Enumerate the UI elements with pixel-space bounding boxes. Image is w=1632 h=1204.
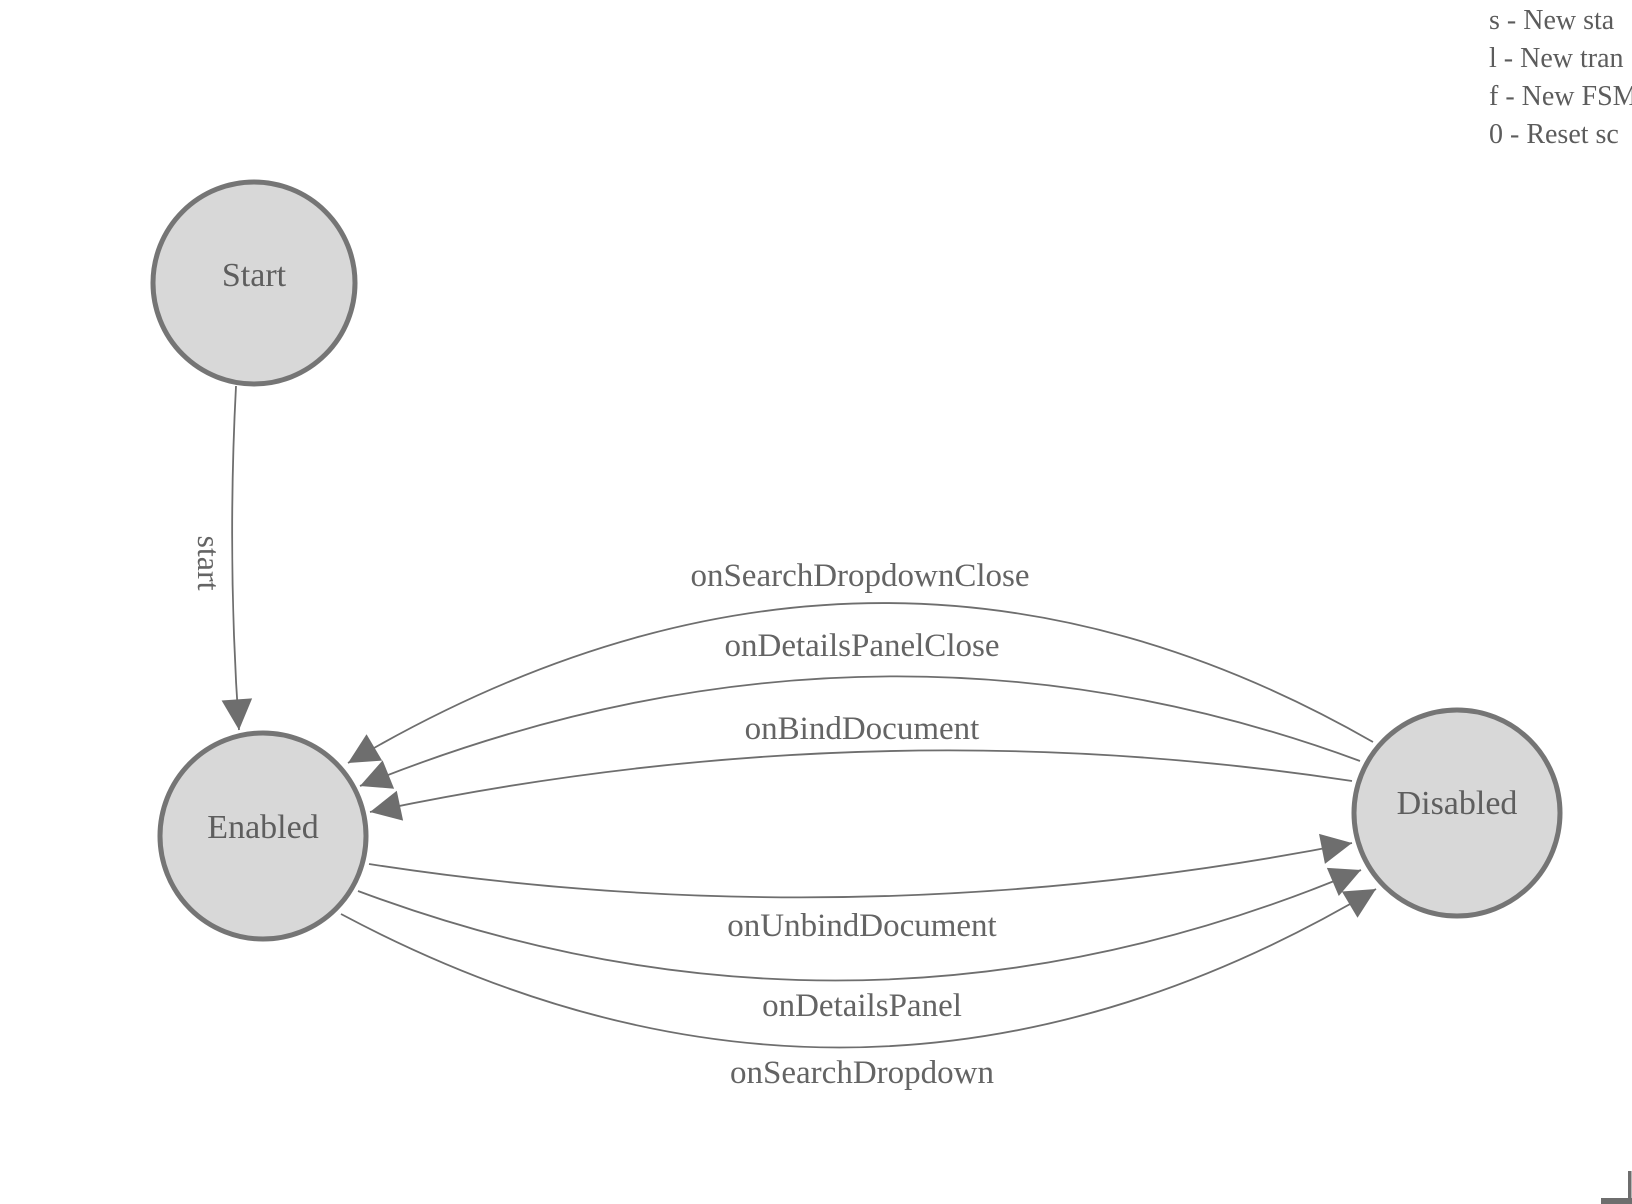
edge-label-ondetailspanelclose: onDetailsPanelClose: [725, 628, 1000, 664]
edge-disabled-to-enabled-onbinddocument: [369, 749, 1353, 821]
edge-label-onbinddocument: onBindDocument: [745, 711, 980, 747]
edge-label-onsearchdropdown: onSearchDropdown: [730, 1055, 994, 1091]
edge-start-to-enabled: [221, 385, 253, 731]
state-circle-start[interactable]: [150, 179, 358, 387]
corner-horizontal-line: [1601, 1198, 1632, 1204]
edge-label-ondetailspanel: onDetailsPanel: [762, 988, 962, 1024]
edge-label-onunbinddocument: onUnbindDocument: [727, 908, 996, 944]
state-label-disabled: Disabled: [1397, 785, 1518, 822]
corner-vertical-line: [1628, 1171, 1632, 1204]
state-node-disabled[interactable]: Disabled: [1351, 707, 1563, 919]
edge-label-onsearchdropdownclose: onSearchDropdownClose: [690, 558, 1029, 594]
edge-disabled-to-enabled-onsearchdropdownclose: [347, 602, 1374, 764]
edge-group: [221, 385, 1377, 1049]
edge-disabled-to-enabled-ondetailspanelclose: [359, 675, 1361, 789]
edge-enabled-to-disabled-onunbinddocument: [368, 833, 1353, 899]
state-circle-enabled[interactable]: [157, 730, 369, 942]
clipped-corner-element: [1601, 1171, 1632, 1204]
legend-line-new-state: s - New sta: [1489, 5, 1615, 36]
edge-enabled-to-disabled-ondetailspanel: [357, 867, 1362, 982]
state-circle-disabled[interactable]: [1351, 707, 1563, 919]
edge-label-start: start: [191, 535, 227, 590]
legend-line-reset: 0 - Reset sc: [1489, 119, 1619, 150]
state-node-enabled[interactable]: Enabled: [157, 730, 369, 942]
state-label-start: Start: [222, 257, 287, 294]
state-label-enabled: Enabled: [207, 809, 318, 846]
edge-enabled-to-disabled-onsearchdropdown: [340, 888, 1377, 1049]
legend-line-new-transition: l - New tran: [1489, 43, 1624, 74]
state-node-start[interactable]: Start: [150, 179, 358, 387]
legend-line-new-fsm: f - New FSM: [1489, 81, 1632, 112]
shortcut-legend: s - New sta l - New tran f - New FSM 0 -…: [1489, 5, 1632, 150]
